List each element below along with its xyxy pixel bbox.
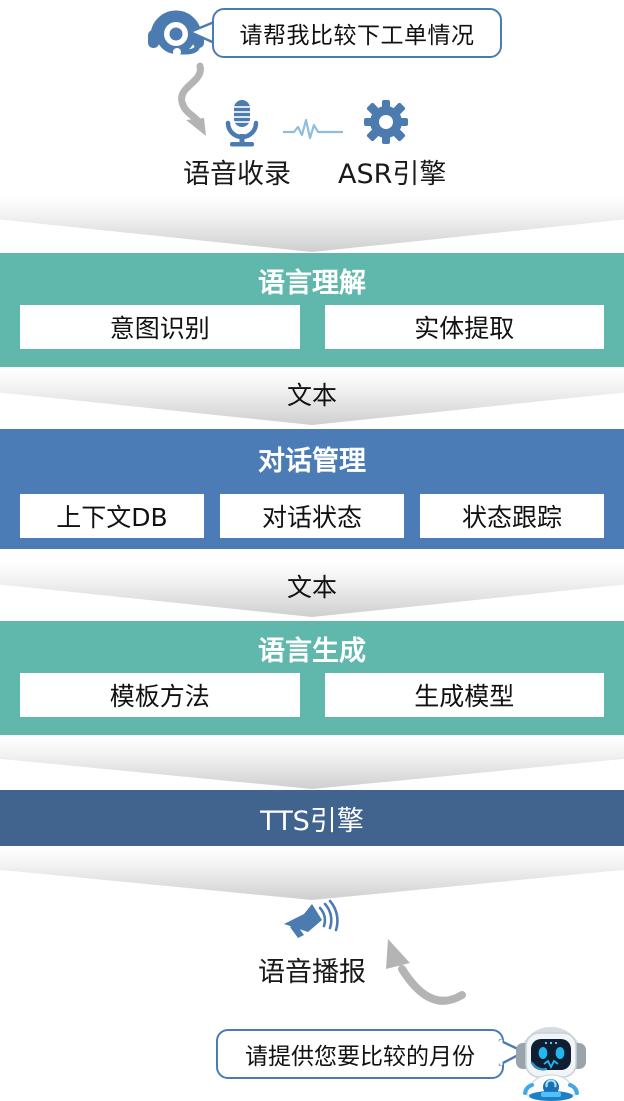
broadcast-label: 语音播报 <box>258 957 366 988</box>
microphone-icon <box>222 98 262 148</box>
curved-arrow-down-icon <box>158 62 228 140</box>
stage-nlu-box-entity[interactable]: 实体提取 <box>324 305 604 349</box>
stage-nlu-title: 语言理解 <box>258 268 366 299</box>
capture-label-asr: ASR引擎 <box>338 159 447 190</box>
megaphone-icon <box>282 898 342 942</box>
stage-nlg-box-model[interactable]: 生成模型 <box>324 673 604 717</box>
robot-icon <box>508 1017 594 1101</box>
audio-waveform-icon <box>282 116 344 142</box>
user-speech-bubble: 请帮我比较下工单情况 <box>212 8 502 58</box>
connector-label-nlu-to-dm: 文本 <box>286 381 337 410</box>
stage-dm-box-context[interactable]: 上下文DB <box>20 494 204 538</box>
connector-arrow-tts-to-broadcast <box>0 848 624 900</box>
stage-tts: TTS引擎 <box>0 790 624 846</box>
connector-label-dm-to-nlg: 文本 <box>286 573 337 602</box>
stage-nlg-boxes: 模板方法 生成模型 <box>0 673 624 717</box>
stage-dm-box-tracking[interactable]: 状态跟踪 <box>420 494 604 538</box>
connector-arrow-nlg-to-tts <box>0 737 624 789</box>
system-speech-bubble: 请提供您要比较的月份 <box>216 1029 504 1079</box>
capture-label-voice: 语音收录 <box>183 159 291 190</box>
stage-dm-title: 对话管理 <box>258 446 366 477</box>
stage-tts-title: TTS引擎 <box>260 805 364 837</box>
headset-icon <box>138 6 222 62</box>
stage-dm-box-state[interactable]: 对话状态 <box>220 494 404 538</box>
stage-nlg-title: 语言生成 <box>258 636 366 667</box>
gear-icon <box>364 100 408 144</box>
stage-nlu-box-intent[interactable]: 意图识别 <box>20 305 300 349</box>
connector-arrow-asr-to-nlu <box>0 196 624 252</box>
stage-nlg-box-template[interactable]: 模板方法 <box>20 673 300 717</box>
system-reply-text: 请提供您要比较的月份 <box>245 1044 475 1070</box>
user-utterance-text: 请帮我比较下工单情况 <box>239 23 475 49</box>
stage-nlu-boxes: 意图识别 实体提取 <box>0 305 624 349</box>
stage-dm-boxes: 上下文DB 对话状态 状态跟踪 <box>0 494 624 538</box>
curved-arrow-up-left-icon <box>366 935 466 1015</box>
